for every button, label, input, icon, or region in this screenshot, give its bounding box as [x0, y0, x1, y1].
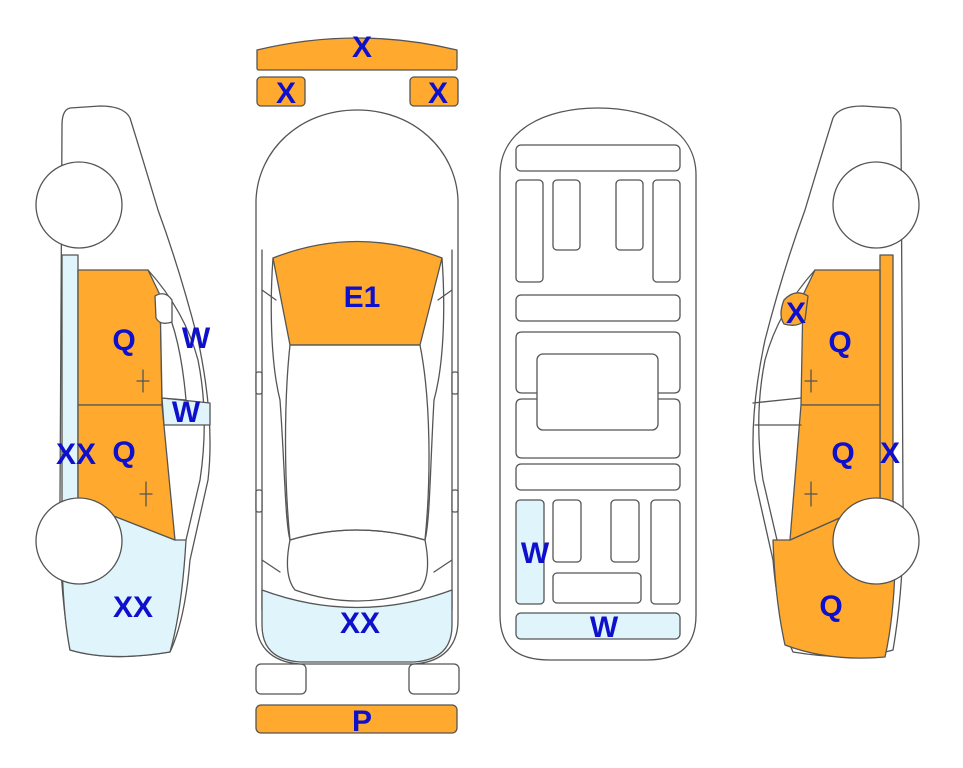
front-light-left-shape[interactable]	[256, 76, 306, 107]
label-front-light-left: X	[276, 77, 296, 110]
front-parts	[256, 37, 459, 107]
top-view-handle-left	[255, 489, 263, 513]
top-view-cabin-right	[424, 257, 445, 541]
underside-front-left-slot	[552, 179, 581, 251]
underside-rear-slot-1	[552, 499, 582, 563]
right-mirror-shape[interactable]	[780, 292, 809, 326]
underside-cross-bar-1	[515, 294, 681, 322]
label-right-rear-quarter: Q	[819, 590, 842, 623]
car-left-side-view	[35, 105, 211, 658]
underside-rear-cross	[552, 572, 642, 604]
car-underside-view	[499, 107, 697, 661]
label-floor-rear-panel: W	[590, 611, 619, 644]
label-left-rocker: XX	[56, 438, 96, 471]
damage-labels: X X X E1 XX P Q Q W W XX XX W W X Q Q X …	[56, 31, 900, 738]
rear-light-right-shape[interactable]	[408, 663, 460, 695]
label-hood: E1	[344, 281, 381, 314]
right-rear-wheel	[832, 497, 920, 585]
top-view-fender-lines	[261, 249, 453, 611]
top-view-handle-right	[451, 489, 459, 513]
top-view-mirror-right	[451, 371, 459, 395]
underside-center-box	[536, 353, 659, 431]
floor-rear-panel-shape[interactable]	[515, 612, 681, 640]
right-door-handles	[804, 369, 818, 507]
label-left-front-door: Q	[112, 324, 135, 357]
underside-mid-frame	[515, 331, 681, 459]
rear-parts	[255, 663, 460, 734]
label-front-light-right: X	[428, 77, 448, 110]
label-left-rear-door: Q	[112, 436, 135, 469]
underside-front-right-slot	[615, 179, 644, 251]
right-front-door-shape[interactable]	[800, 269, 881, 406]
label-left-rear-quarter: XX	[113, 591, 153, 624]
left-rear-wheel	[35, 497, 123, 585]
car-right-side-view	[752, 105, 920, 659]
label-right-rocker: X	[880, 437, 900, 470]
right-window-line	[752, 397, 802, 426]
underside-rear-right-rail	[650, 499, 681, 605]
rear-light-left-shape[interactable]	[255, 663, 307, 695]
left-door-handles	[136, 369, 153, 507]
label-right-mirror: X	[786, 297, 806, 330]
top-view-pillars	[261, 289, 453, 573]
label-left-front-window: W	[182, 322, 211, 355]
underside-front-left-rail	[515, 179, 544, 283]
left-front-wheel	[35, 161, 123, 249]
underside-cross-bar-2	[515, 463, 681, 491]
label-front-bumper: X	[352, 31, 372, 64]
left-mirror	[154, 293, 173, 324]
label-floor-left-panel: W	[521, 537, 550, 570]
right-front-wheel	[832, 161, 920, 249]
front-bumper-shape[interactable]	[256, 37, 458, 71]
car-top-view	[255, 109, 459, 665]
roof-rear-shape[interactable]	[261, 589, 453, 663]
label-right-front-door: Q	[828, 326, 851, 359]
top-view-rear-glass	[286, 529, 429, 602]
rear-bumper-shape[interactable]	[255, 704, 458, 734]
left-rear-window-shape[interactable]	[161, 397, 211, 426]
underside-rear-slot-2	[610, 499, 640, 563]
top-view-cabin-left	[270, 257, 291, 541]
underside-front-right-rail	[652, 179, 681, 283]
front-light-right-shape[interactable]	[409, 76, 459, 107]
underside-front-bar	[515, 144, 681, 172]
floor-left-panel-shape[interactable]	[515, 499, 545, 605]
label-right-rear-door: Q	[831, 437, 854, 470]
label-rear-bumper: P	[352, 705, 372, 738]
top-view-mirror-left	[255, 371, 263, 395]
label-left-rear-window: W	[172, 396, 201, 429]
label-roof-rear: XX	[340, 607, 380, 640]
